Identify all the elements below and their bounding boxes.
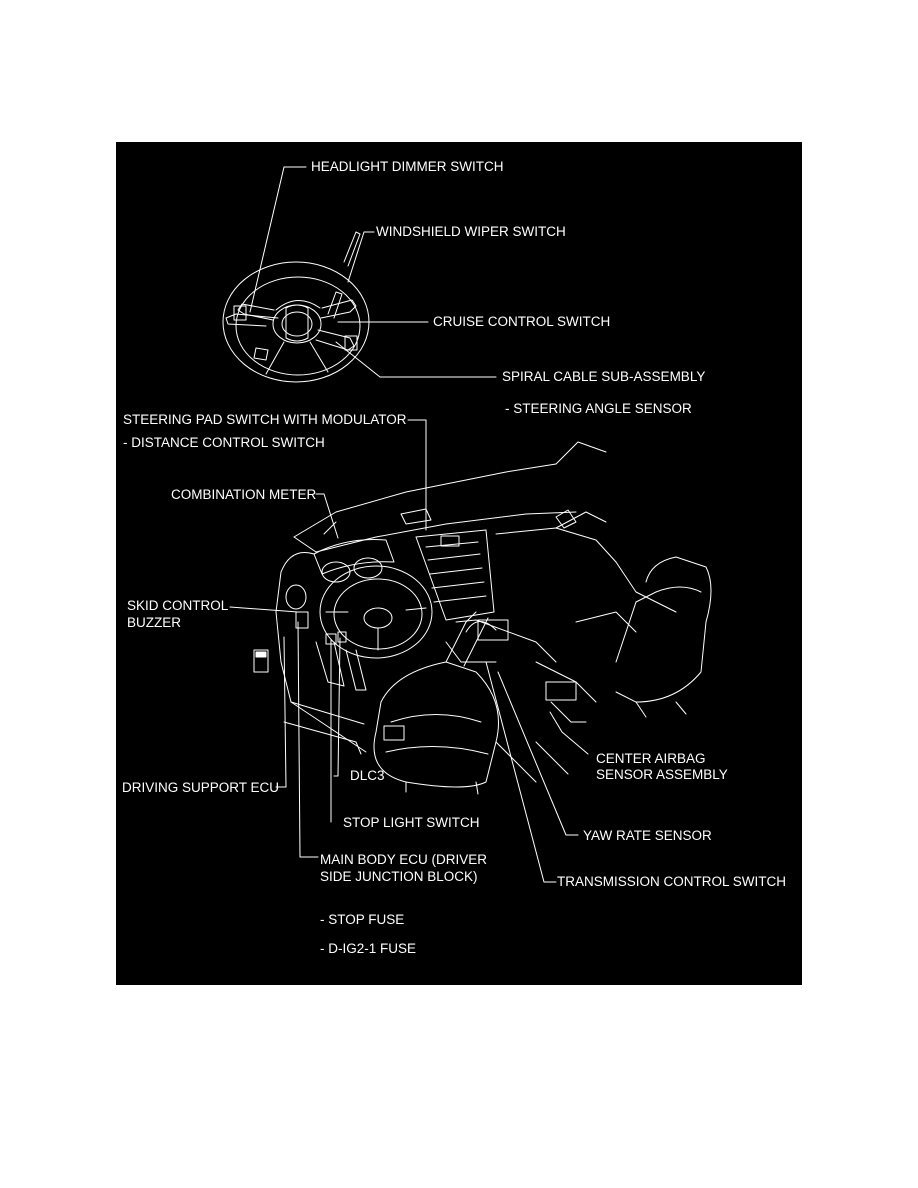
label-transmission-control-switch: TRANSMISSION CONTROL SWITCH — [557, 874, 787, 889]
label-skid-control-buzzer-line2: BUZZER — [127, 615, 181, 630]
steering-wheel-assembly-illustration — [222, 231, 370, 383]
component-location-diagram: HEADLIGHT DIMMER SWITCH WINDSHIELD WIPER… — [116, 142, 802, 985]
label-spiral-cable-sub-assembly: SPIRAL CABLE SUB-ASSEMBLY — [502, 369, 706, 384]
label-dlc3: DLC3 — [350, 768, 385, 783]
vehicle-interior-illustration — [253, 441, 712, 795]
leader-lines — [229, 166, 589, 883]
label-cruise-control-switch: CRUISE CONTROL SWITCH — [433, 314, 611, 329]
label-center-airbag-line2: SENSOR ASSEMBLY — [596, 767, 728, 782]
label-main-body-ecu-line2: SIDE JUNCTION BLOCK) — [320, 869, 478, 884]
label-yaw-rate-sensor: YAW RATE SENSOR — [583, 828, 712, 843]
label-main-body-ecu-line1: MAIN BODY ECU (DRIVER — [320, 852, 488, 867]
label-windshield-wiper-switch: WINDSHIELD WIPER SWITCH — [376, 224, 566, 239]
label-stop-fuse: - STOP FUSE — [320, 912, 405, 927]
label-distance-control-switch: - DISTANCE CONTROL SWITCH — [123, 435, 325, 450]
label-skid-control-buzzer-line1: SKID CONTROL — [127, 598, 229, 613]
label-d-ig2-1-fuse: - D-IG2-1 FUSE — [320, 941, 417, 956]
label-combination-meter: COMBINATION METER — [171, 487, 317, 502]
label-stop-light-switch: STOP LIGHT SWITCH — [343, 815, 480, 830]
label-steering-angle-sensor: - STEERING ANGLE SENSOR — [505, 401, 692, 416]
label-center-airbag-line1: CENTER AIRBAG — [596, 751, 706, 766]
diagram-drawing — [222, 166, 712, 883]
label-driving-support-ecu: DRIVING SUPPORT ECU — [122, 780, 280, 795]
label-headlight-dimmer-switch: HEADLIGHT DIMMER SWITCH — [311, 159, 504, 174]
label-steering-pad-switch: STEERING PAD SWITCH WITH MODULATOR — [123, 412, 407, 427]
